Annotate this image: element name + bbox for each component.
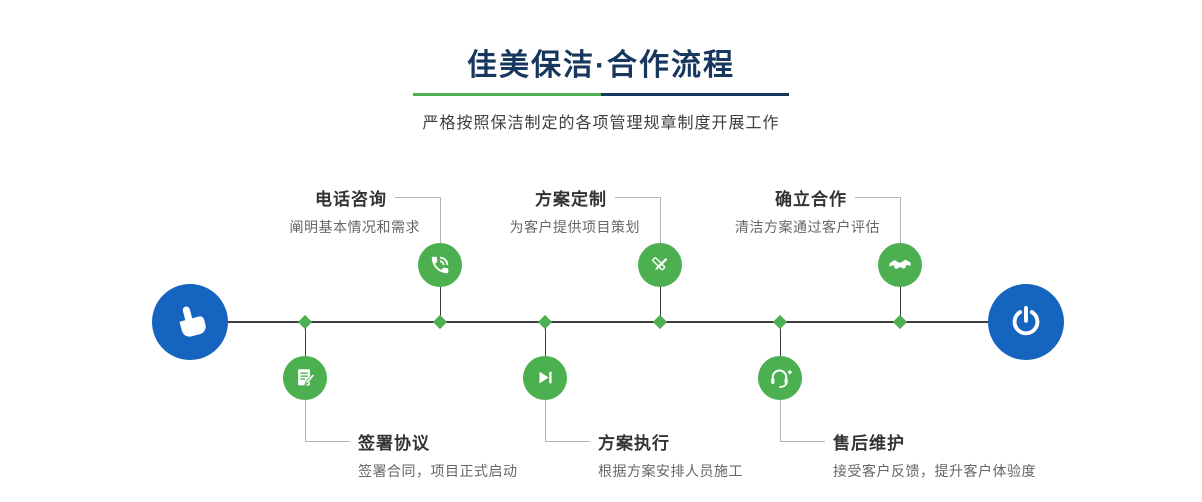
timeline-diamond [297,314,313,330]
step-node-design [638,243,682,287]
page-subtitle: 严格按照保洁制定的各项管理规章制度开展工作 [422,115,780,132]
step-node-phone [418,243,462,287]
timeline-diamond [892,314,908,330]
timeline-diamond [772,314,788,330]
step-head: 方案执行 [545,430,743,453]
step-head: 电话咨询 [290,186,440,209]
label-connector-line [900,197,901,243]
step-label-phone: 电话咨询 阐明基本情况和需求 [289,186,440,237]
pencil-ruler-icon [652,257,668,271]
label-connector-line [545,440,590,442]
step-label-contract: 签署协议 签署合同，项目正式启动 [305,430,518,481]
contract-icon [298,369,315,387]
step-title: 签署协议 [358,433,430,453]
label-connector-line [660,197,661,243]
node-connector-line [305,322,306,356]
label-connector-line [780,440,825,442]
node-connector-line [440,287,441,322]
node-connector-line [900,287,901,322]
pointing-hand-icon [179,306,206,337]
step-desc: 清洁方案通过客户评估 [735,219,880,235]
step-node-execute [523,356,567,400]
play-icon [539,371,552,384]
step-head: 签署协议 [305,430,518,453]
page-title: 佳美保洁·合作流程 [467,49,735,82]
label-connector-line [305,400,306,441]
step-label-execute: 方案执行 根据方案安排人员施工 [545,430,743,481]
label-connector-line [855,196,900,198]
step-label-aftersale: 售后维护 接受客户反馈，提升客户体验度 [780,430,1036,481]
step-label-cooperation: 确立合作 清洁方案通过客户评估 [735,186,900,237]
timeline-end-node [988,284,1064,360]
timeline-diamond [652,314,668,330]
step-title: 方案执行 [598,433,670,453]
label-connector-line [395,196,440,198]
power-icon [1012,305,1040,336]
phone-icon [431,256,449,274]
step-node-contract [283,356,327,400]
label-connector-line [615,196,660,198]
timeline-diamond [537,314,553,330]
timeline-main-line [228,321,988,323]
step-desc: 签署合同，项目正式启动 [358,463,518,479]
step-node-aftersale [758,356,802,400]
node-connector-line [780,322,781,356]
label-connector-line [305,440,350,442]
step-label-design: 方案定制 为客户提供项目策划 [509,186,660,237]
step-head: 方案定制 [510,186,660,209]
timeline-diamond [432,314,448,330]
step-title: 确立合作 [775,189,847,209]
node-connector-line [545,322,546,356]
title-divider [413,93,789,96]
step-desc: 为客户提供项目策划 [509,219,640,235]
handshake-icon [889,259,911,269]
node-connector-line [660,287,661,322]
timeline-start-node [152,284,228,360]
step-desc: 根据方案安排人员施工 [598,463,743,479]
label-connector-line [440,197,441,243]
divider-green-segment [413,93,601,96]
step-desc: 接受客户反馈，提升客户体验度 [833,463,1036,479]
step-desc: 阐明基本情况和需求 [289,219,420,235]
step-head: 确立合作 [735,186,900,209]
step-node-cooperation [878,243,922,287]
step-title: 电话咨询 [315,189,387,209]
label-connector-line [780,400,781,441]
label-connector-line [545,400,546,441]
step-title: 方案定制 [535,189,607,209]
step-head: 售后维护 [780,430,1036,453]
headset-plus-icon [771,369,792,389]
divider-blue-segment [601,93,789,96]
step-title: 售后维护 [833,433,905,453]
